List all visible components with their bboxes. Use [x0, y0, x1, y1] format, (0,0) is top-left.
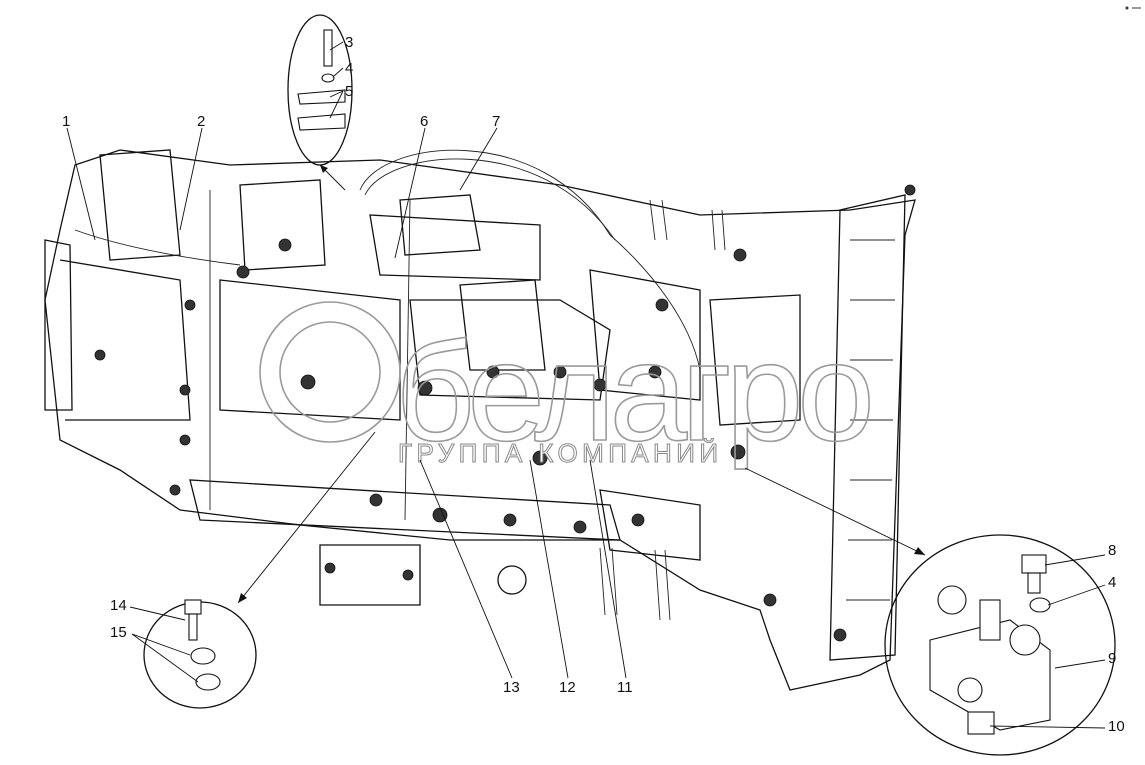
callout-6: 6: [420, 113, 428, 130]
callout-15: 15: [110, 624, 127, 641]
callout-8: 8: [1108, 542, 1116, 559]
watermark: белагро ГРУППА КОМПАНИЙ: [259, 301, 876, 471]
callout-4-right: 4: [1108, 574, 1116, 591]
callout-4-top: 4: [345, 60, 353, 77]
callout-11: 11: [617, 679, 633, 696]
callout-2: 2: [197, 113, 205, 130]
callout-labels: 1 2 3 4 5 6 7 8 4 9 10 11 12 13 14 15: [62, 34, 1125, 735]
callout-9: 9: [1108, 650, 1116, 667]
callout-5: 5: [345, 83, 353, 100]
corner-mark: [1125, 6, 1141, 10]
callout-1: 1: [62, 113, 70, 130]
leader-lines: [66, 41, 1106, 729]
inset-bottom-left-fastener: [143, 431, 376, 709]
callout-12: 12: [559, 679, 576, 696]
inset-top-fastener: [287, 14, 353, 191]
bolt-heads: [94, 184, 916, 642]
inset-bottom-right-valve: [744, 467, 1116, 756]
svg-text:ГРУППА КОМПАНИЙ: ГРУППА КОМПАНИЙ: [398, 438, 718, 468]
svg-text:белагро: белагро: [395, 313, 875, 470]
callout-10: 10: [1108, 718, 1125, 735]
callout-7: 7: [492, 113, 500, 130]
callout-13: 13: [503, 679, 520, 696]
callout-14: 14: [110, 597, 127, 614]
callout-3: 3: [345, 34, 353, 51]
transmission-housing: [44, 149, 916, 691]
